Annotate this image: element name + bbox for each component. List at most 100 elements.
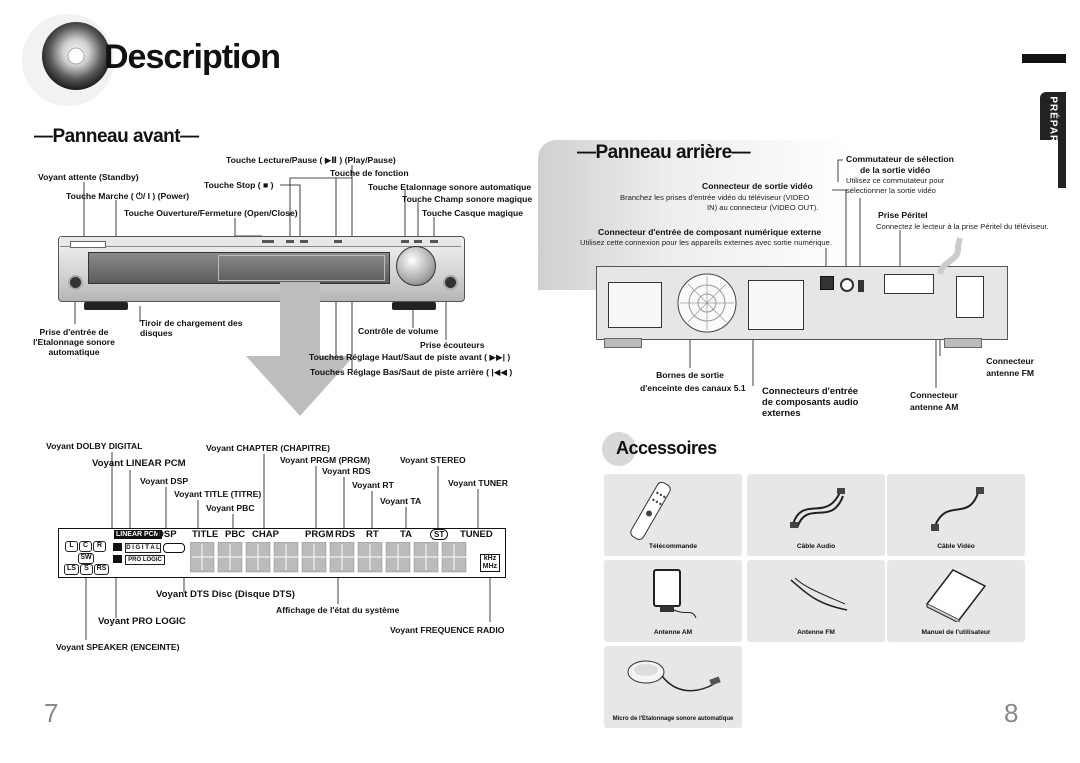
label-prgm: Voyant PRGM (PRGM): [280, 455, 371, 465]
speaker-r: R: [93, 541, 106, 552]
label-title: Voyant TITLE (TITRE): [174, 489, 262, 499]
label-speaker: Voyant SPEAKER (ENCEINTE): [56, 642, 180, 652]
am-antenna-icon: [653, 569, 697, 619]
dts-indicator-icon: [163, 543, 185, 553]
play-pause-button[interactable]: [300, 240, 308, 243]
label-pro-logic: Voyant PRO LOGIC: [98, 616, 186, 627]
audio-cable-icon: [790, 488, 845, 529]
pro-logic-indicator: PRO LOGIC: [125, 555, 165, 565]
accessory-label: Manuel de l'utilisateur: [921, 629, 991, 636]
label-skip-back: Touches Réglage Bas/Saut de piste arrièr…: [310, 367, 513, 377]
label-tuner: Voyant TUNER: [448, 478, 509, 488]
label-headphone-btn: Touche Casque magique: [422, 208, 524, 218]
antenna-block: [956, 276, 984, 318]
label-selector-desc-2: sélectionner la sortie vidéo: [846, 186, 936, 195]
label-input-auto: Prise d'entrée de l'Etalonnage sonore au…: [33, 327, 115, 357]
label-pbc: Voyant PBC: [206, 503, 255, 513]
label-video-out-desc-2: IN) au connecteur (VIDEO OUT).: [707, 203, 819, 212]
front-unit-top-strip: [60, 237, 461, 247]
indicator-title: TITLE: [192, 529, 219, 540]
label-open-close: Touche Ouverture/Fermeture (Open/Close): [124, 208, 298, 218]
label-standby: Voyant attente (Standby): [38, 172, 139, 182]
accessory-manual: Manuel de l'utilisateur: [887, 560, 1025, 642]
mic-input-jack-icon[interactable]: [68, 275, 83, 290]
speaker-sw: SW: [78, 553, 94, 564]
remote-control-icon: [630, 481, 671, 540]
rear-panel-bg: [538, 140, 1058, 290]
page-number-left: 7: [44, 698, 59, 728]
label-radio-freq: Voyant FREQUENCE RADIO: [390, 625, 505, 635]
auto-cal-button[interactable]: [401, 240, 409, 243]
label-play-pause: Touche Lecture/Pause ( ▶Ⅱ ) (Play/Pause): [226, 155, 396, 165]
label-auto-cal: Touche Etalonnage sonore automatique: [368, 182, 532, 192]
indicator-linear-pcm: LINEAR PCM: [114, 530, 162, 539]
digital-optical-jack-icon[interactable]: [820, 276, 834, 290]
indicator-rt: RT: [366, 529, 379, 540]
label-digital-in-title: Connecteur d'entrée de composant numériq…: [598, 227, 822, 237]
label-magic-field: Touche Champ sonore magique: [402, 194, 533, 204]
digital-indicator: D I G I T A L: [125, 543, 161, 553]
speaker-terminal-block: [608, 282, 662, 328]
disc-logo-icon: [22, 14, 114, 106]
indicator-rds: RDS: [335, 529, 356, 540]
video-out-jack-icon[interactable]: [840, 278, 854, 292]
rear-foot-left: [604, 338, 642, 348]
indicator-ta: TA: [400, 529, 412, 540]
video-selector-switch[interactable]: [858, 280, 864, 292]
label-tray: Tiroir de chargement des disques: [140, 318, 243, 338]
label-component-in: Connecteurs d'entrée de composants audio…: [762, 385, 859, 418]
label-peritel-title: Prise Péritel: [878, 210, 928, 220]
label-stereo: Voyant STEREO: [400, 455, 466, 465]
indicator-dsp: DSP: [157, 529, 177, 540]
scart-cable-icon: [937, 237, 963, 275]
page-number-right: 8: [1004, 698, 1019, 728]
front-foot-right: [392, 302, 436, 310]
function-button[interactable]: [334, 240, 342, 243]
display-leader-lines: [85, 452, 491, 640]
page-title: Description: [104, 38, 281, 76]
dolby-pl-icon: [113, 555, 122, 563]
label-selector-desc-1: Utilisez ce commutateur pour: [846, 176, 945, 185]
unit-khz: kHz: [480, 554, 500, 563]
label-selector-title-2: de la sortie vidéo: [860, 165, 931, 175]
label-video-out-desc-1: Branchez les prises d'entrée vidéo du té…: [620, 193, 810, 202]
video-cable-icon: [931, 487, 984, 531]
speaker-s: S: [80, 564, 93, 575]
unit-mhz: MHz: [480, 563, 500, 572]
label-digital-in-desc: Utilisez cette connexion pour les appare…: [580, 238, 832, 247]
volume-knob-icon[interactable]: [396, 246, 436, 286]
accessory-remote: Télécommande: [604, 474, 742, 556]
label-function: Touche de fonction: [330, 168, 409, 178]
stop-button[interactable]: [286, 240, 294, 243]
speaker-c: C: [79, 541, 92, 552]
label-headphone-jack: Prise écouteurs: [420, 340, 485, 350]
indicator-pbc: PBC: [225, 529, 246, 540]
label-dsp: Voyant DSP: [140, 476, 189, 486]
label-fm: Connecteur antenne FM: [986, 356, 1034, 378]
label-dts: Voyant DTS Disc (Disque DTS): [156, 589, 295, 600]
fan-grille-icon: [677, 273, 737, 333]
rear-panel-heading: —Panneau arrière—: [577, 142, 751, 163]
accessory-fm-antenna: Antenne FM: [747, 560, 885, 642]
fm-antenna-icon: [790, 577, 848, 611]
indicator-chap: CHAP: [252, 529, 279, 540]
indicator-stereo: ST: [430, 529, 449, 540]
headphone-button[interactable]: [430, 240, 438, 243]
accessory-audio-cable: Câble Audio: [747, 474, 885, 556]
calibration-mic-icon: [627, 660, 721, 692]
label-speaker-terminals: Bornes de sortie d'enceinte des canaux 5…: [640, 370, 746, 393]
magic-field-button[interactable]: [414, 240, 422, 243]
label-rds: Voyant RDS: [322, 466, 371, 476]
headphone-jack-icon[interactable]: [443, 275, 458, 290]
accessory-label: Câble Vidéo: [937, 543, 975, 550]
label-power: Touche Marche ( ⏻/ I ) (Power): [66, 191, 190, 201]
label-dolby: Voyant DOLBY DIGITAL: [46, 441, 143, 451]
accessory-calibration-mic: Micro de l'Etalonnage sonore automatique: [604, 646, 742, 728]
speaker-l: L: [65, 541, 78, 552]
accessory-label: Câble Audio: [796, 543, 836, 550]
open-close-button[interactable]: [262, 240, 274, 243]
front-display-inner: [218, 255, 385, 281]
speaker-ls: LS: [64, 564, 79, 575]
scart-connector[interactable]: [884, 274, 934, 294]
indicator-tuned: TUNED: [460, 529, 493, 540]
